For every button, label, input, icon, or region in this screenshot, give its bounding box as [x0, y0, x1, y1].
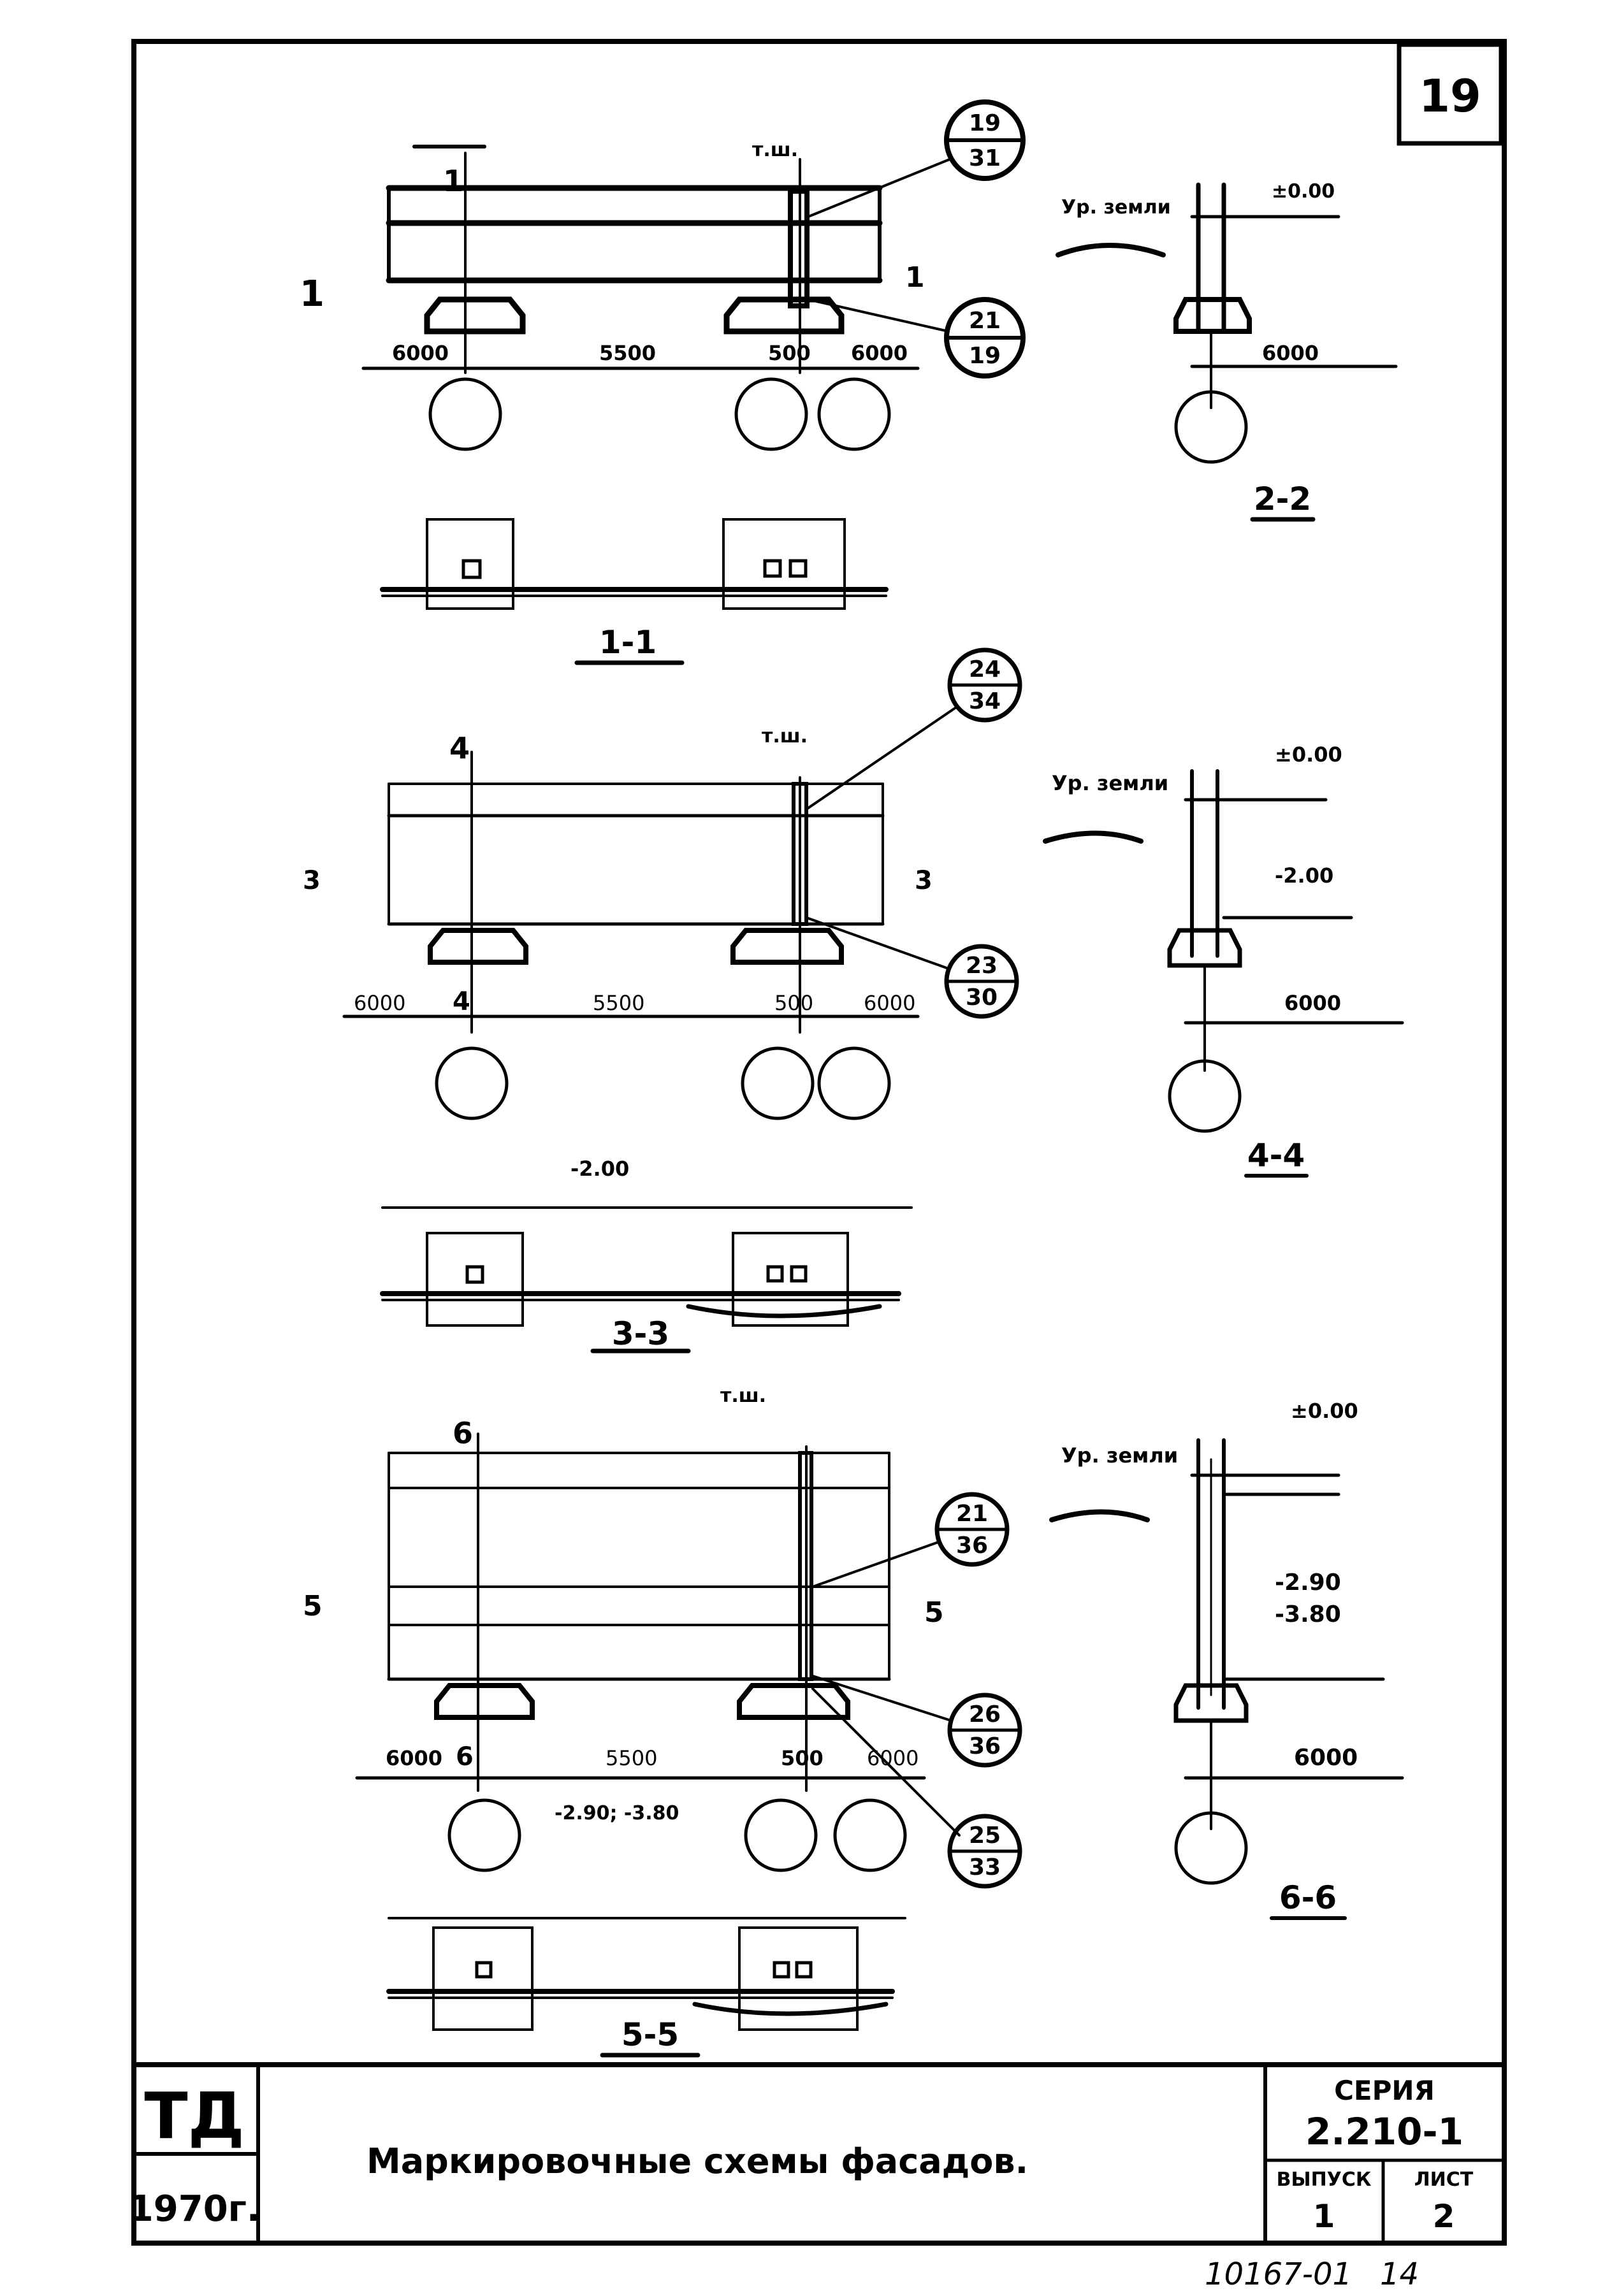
sheet-value: 2 [1433, 2198, 1455, 2235]
top-ground-label: Ур. земли [1061, 196, 1171, 219]
section-5-5-label: 5-5 [621, 2016, 679, 2053]
top-facade-view [361, 99, 1398, 665]
mid-callout-b-num: 23 [966, 953, 998, 979]
bot-dim-1: 6000 [386, 1746, 442, 1770]
title-stamp: ТД [144, 2079, 244, 2153]
title-year: 1970г. [129, 2188, 260, 2230]
mid-side-mark-right: 3 [915, 866, 933, 895]
section-4-4-label: 4-4 [1247, 1137, 1305, 1174]
bot-dim-3: 500 [781, 1746, 824, 1770]
mid-ground-label: Ур. земли [1052, 771, 1168, 795]
issue-label: ВЫПУСК [1277, 2169, 1372, 2191]
mid-dim-2: 5500 [593, 991, 644, 1015]
doc-number: 10167-01 [1205, 2256, 1352, 2292]
page-number-box [1397, 42, 1504, 146]
bot-section-mark: 6 [453, 1416, 473, 1450]
mid-elev-0: ±0.00 [1275, 742, 1342, 767]
mid-dim-1: 6000 [354, 991, 405, 1015]
bot-ground-label: Ур. земли [1061, 1443, 1178, 1468]
top-dim-4: 6000 [851, 341, 908, 365]
section-6-6-label: 6-6 [1279, 1879, 1337, 1916]
mid-elev-2: -2.00 [1275, 863, 1333, 888]
bot-elev-290: -2.90 [1275, 1570, 1341, 1596]
doc-page: 14 [1380, 2256, 1419, 2292]
bot-dim-2: 5500 [606, 1746, 657, 1770]
mid-mark-4: 4 [453, 987, 470, 1016]
bot-elev-380: -3.80 [1275, 1601, 1341, 1628]
series-value: 2.210-1 [1305, 2110, 1463, 2153]
section-3-3-label: 3-3 [612, 1315, 669, 1352]
series-label: СЕРИЯ [1334, 2075, 1435, 2106]
section-2-2-label: 2-2 [1254, 480, 1311, 517]
mid-seam-label: т.ш. [762, 725, 808, 747]
top-seam-label: т.ш. [752, 139, 798, 161]
bot-callout-c-num: 25 [969, 1823, 1001, 1849]
mid-callout-b-den: 30 [966, 985, 998, 1011]
bot-side-dim: 6000 [1294, 1745, 1358, 1771]
top-side-mark: 1 [300, 273, 324, 315]
bot-seam-label: т.ш. [720, 1385, 766, 1407]
drawing-title: Маркировочные схемы фасадов. [367, 2141, 1028, 2181]
mid-dim-4: 6000 [864, 991, 915, 1015]
bot-mark-6: 6 [456, 1742, 474, 1772]
bot-side-mark-right: 5 [924, 1596, 944, 1629]
mid-plan-elev: -2.00 [570, 1157, 629, 1181]
mid-callout-a-num: 24 [969, 656, 1001, 682]
bot-elev-0: ±0.00 [1291, 1399, 1358, 1423]
section-1-1-label: 1-1 [599, 624, 657, 661]
sheet-label: ЛИСТ [1414, 2169, 1474, 2191]
top-side-mark-right: 1 [905, 261, 925, 294]
top-dim-3: 500 [768, 341, 811, 365]
top-section-mark: 1 [443, 164, 463, 198]
bottom-facade-view [355, 1433, 1404, 2058]
bot-callout-c-den: 33 [969, 1854, 1001, 1881]
top-dim-2: 5500 [599, 341, 656, 365]
middle-facade-view [342, 647, 1404, 1354]
mid-callout-a-den: 34 [969, 688, 1001, 714]
top-callout-b-den: 19 [969, 343, 1001, 369]
mid-side-mark: 3 [303, 866, 321, 895]
bot-callout-b-num: 26 [969, 1701, 1001, 1728]
top-callout-a-den: 31 [969, 145, 1001, 171]
top-elev-0: ±0.00 [1272, 180, 1335, 203]
bot-callout-a-den: 36 [956, 1533, 988, 1559]
bot-callout-a-num: 21 [956, 1501, 988, 1527]
top-side-dim: 6000 [1262, 341, 1319, 365]
sheet-border [131, 39, 1507, 2246]
mid-dim-3: 500 [774, 991, 813, 1015]
issue-value: 1 [1313, 2198, 1335, 2235]
top-dim-1: 6000 [392, 341, 449, 365]
page-number: 19 [1419, 70, 1481, 122]
bot-dim-4: 6000 [867, 1746, 918, 1770]
bot-side-mark: 5 [303, 1590, 323, 1622]
bot-plan-elev: -2.90; -3.80 [555, 1802, 679, 1824]
mid-section-mark: 4 [449, 731, 470, 765]
top-callout-a-num: 19 [969, 110, 1001, 136]
bot-callout-b-den: 36 [969, 1733, 1001, 1759]
top-callout-b-num: 21 [969, 308, 1001, 334]
mid-side-dim: 6000 [1284, 991, 1341, 1015]
